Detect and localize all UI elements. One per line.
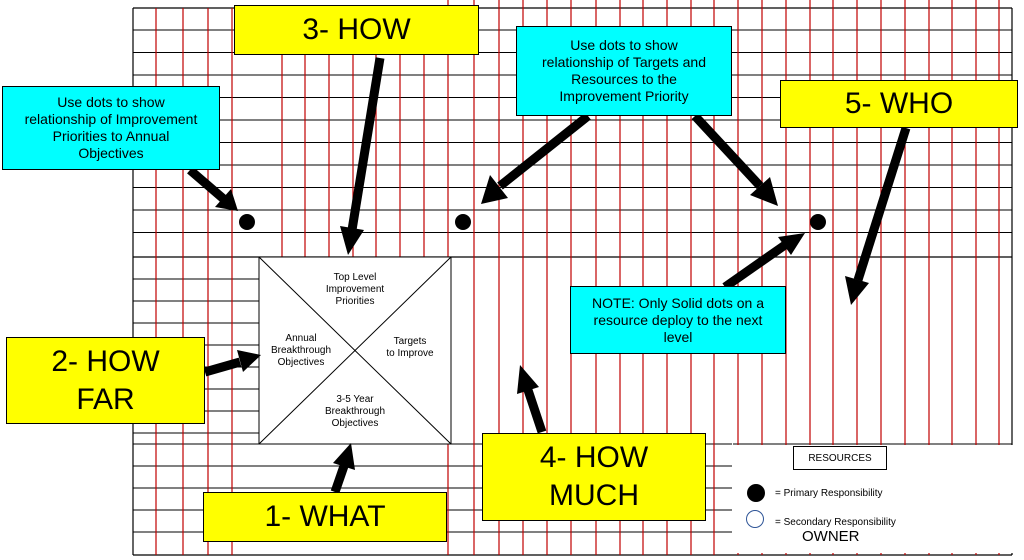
legend-owner-label: OWNER [802, 528, 860, 545]
arrow-who [853, 126, 911, 282]
arrow-how [347, 57, 385, 231]
arrow-how-much [523, 388, 547, 434]
arrow-how-much-head [517, 365, 539, 394]
arrow-what [330, 464, 349, 494]
arrow-note-left-head [215, 189, 238, 211]
arrow-how-head [340, 226, 364, 255]
label-what: 1- WHAT [203, 492, 447, 542]
label-top-level-priorities: Top Level Improvement Priorities [325, 272, 385, 307]
legend-resources-box: RESOURCES [793, 446, 887, 470]
legend-primary-label: = Primary Responsibility [775, 488, 883, 499]
arrow-top-note-right-head [750, 177, 778, 206]
arrow-top-note-right [691, 112, 764, 190]
arrow-what-head [333, 443, 355, 470]
arrow-note-solid [722, 241, 788, 291]
note-targets-resources: Use dots to show relationship of Targets… [516, 26, 732, 116]
relationship-dot-center [455, 214, 471, 230]
center-diagonal-2 [258, 256, 452, 445]
arrow-how-far [203, 357, 242, 377]
arrow-note-solid-head [778, 233, 805, 255]
note-improvement-priorities: Use dots to show relationship of Improve… [2, 86, 220, 170]
arrow-who-head [845, 276, 869, 305]
arrow-top-note-left-head [481, 175, 508, 204]
arrow-note-left [187, 166, 229, 205]
relationship-dot-left [239, 214, 255, 230]
arrow-how-far-head [237, 350, 261, 372]
label-how: 3- HOW [234, 5, 479, 55]
legend-secondary-circle [746, 510, 764, 528]
legend-secondary-label: = Secondary Responsibility [775, 517, 896, 528]
relationship-dot-right [810, 214, 826, 230]
legend-primary-dot [747, 484, 765, 502]
arrow-top-note-left [497, 112, 591, 190]
label-how-much: 4- HOW MUCH [482, 433, 706, 521]
label-targets-to-improve: Targets to Improve [386, 336, 434, 359]
note-solid-dots: NOTE: Only Solid dots on a resource depl… [570, 286, 786, 354]
label-3-5-year-objectives: 3-5 Year Breakthrough Objectives [324, 394, 386, 429]
label-how-far: 2- HOW FAR [6, 337, 205, 424]
label-who: 5- WHO [780, 80, 1018, 128]
label-annual-objectives: Annual Breakthrough Objectives [270, 333, 332, 368]
